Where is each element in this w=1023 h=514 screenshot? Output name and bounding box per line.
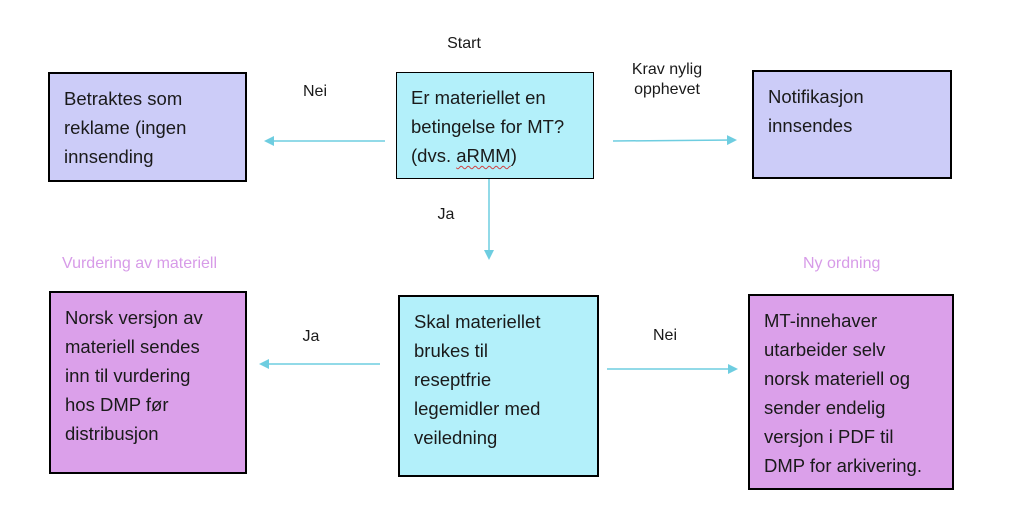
heading-vurdering: Vurdering av materiell [62, 255, 218, 272]
ny-ordning-box: MT-innehaver utarbeider selv norsk mater… [748, 294, 954, 490]
edge-label-bottom-left: Ja [302, 328, 320, 345]
reklame-box: Betraktes som reklame (ingen innsending [48, 72, 247, 182]
edge-label-top-left: Nei [302, 83, 327, 100]
start-label: Start [447, 35, 481, 52]
edge-label-bottom-right: Nei [652, 327, 677, 344]
edge-label-top-right: Krav nylig opphevet [631, 61, 703, 98]
decision-top-box: Er materiellet en betingelse for MT? (dv… [396, 72, 594, 179]
decision-bottom-box: Skal materiellet brukes til reseptfrie l… [398, 295, 599, 477]
vurdering-box: Norsk versjon av materiell sendes inn ti… [49, 291, 247, 474]
heading-ny-ordning: Ny ordning [803, 255, 881, 272]
edge-label-down: Ja [437, 206, 455, 223]
arrow-to-notifikasjon [612, 135, 737, 146]
notifikasjon-box: Notifikasjon innsendes [752, 70, 952, 179]
decision-top-underlined: aRMM [456, 145, 511, 166]
decision-top-text: Er materiellet en betingelse for MT? (dv… [411, 87, 565, 166]
decision-top-suffix: ) [510, 145, 517, 166]
